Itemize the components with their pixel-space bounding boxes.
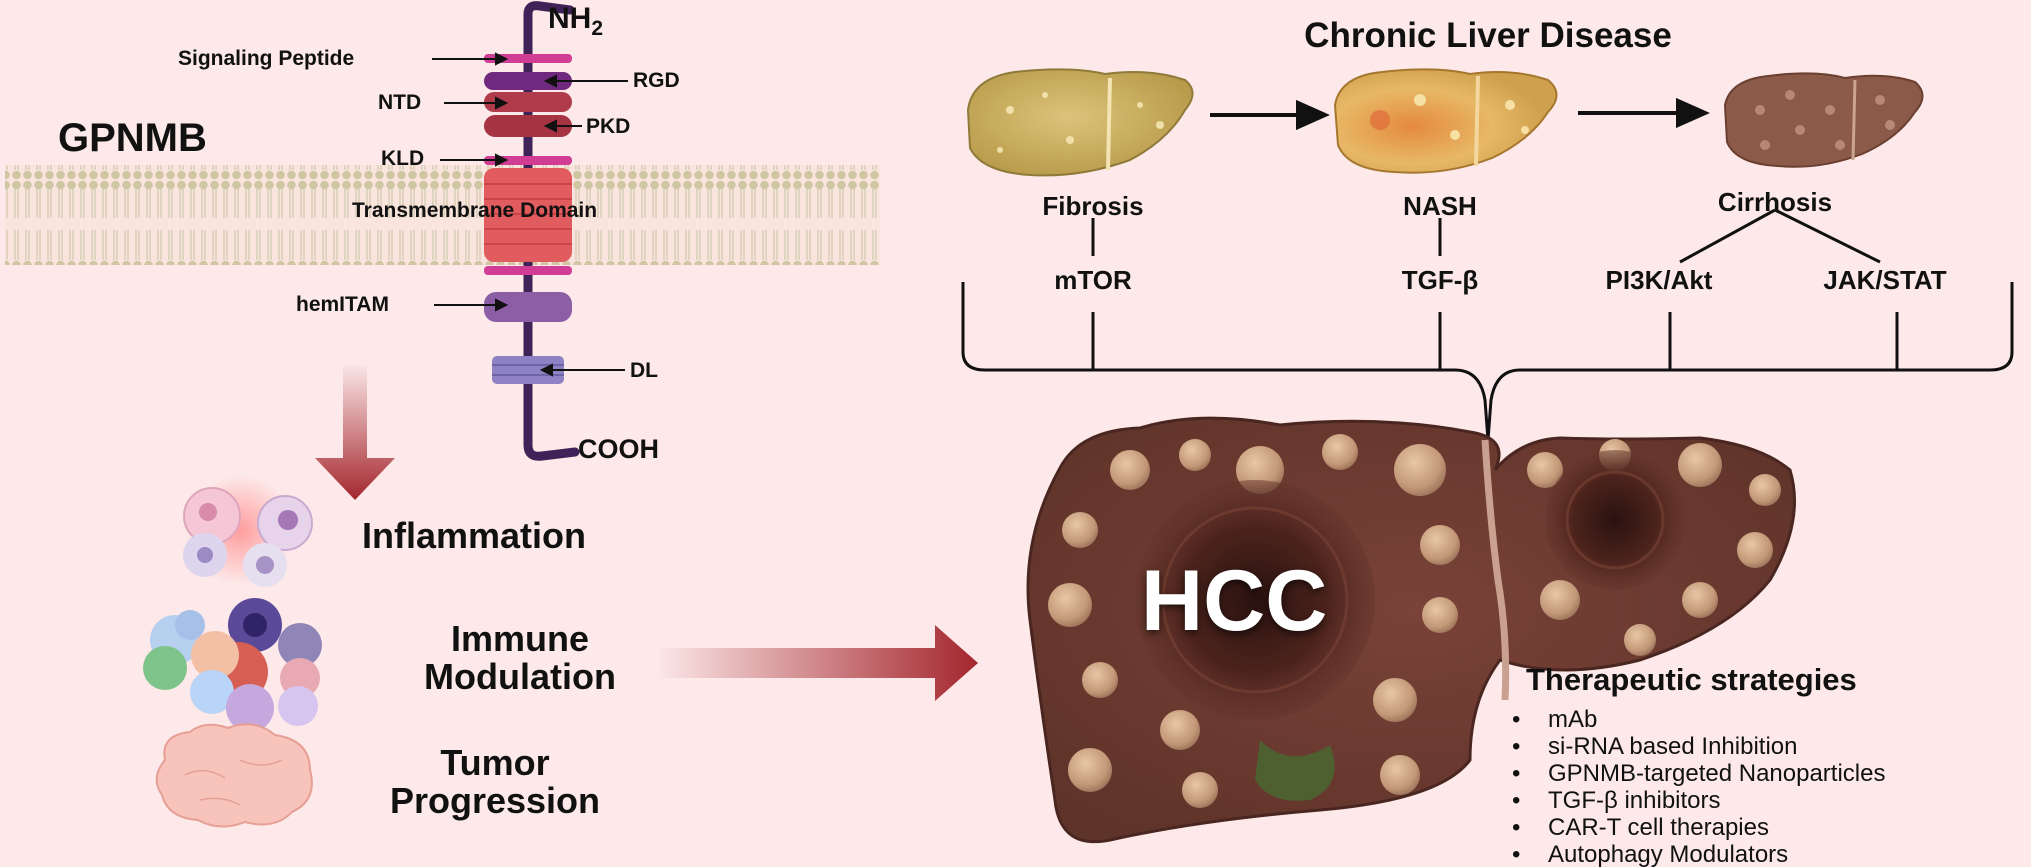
immune-label-line1: Immune <box>450 618 590 659</box>
ntd-label: NTD <box>378 91 422 114</box>
hemitam-label: hemITAM <box>296 293 389 316</box>
right-arrow <box>660 625 978 701</box>
pathway-jak-stat: JAK/STAT <box>1823 265 1947 295</box>
domain-arrows <box>432 52 628 377</box>
tumor-label-line1: Tumor <box>440 742 550 783</box>
list-item: TGF-β inhibitors <box>1512 787 1885 814</box>
tumor-cells-icon <box>155 723 313 828</box>
gpnmb-title: GPNMB <box>58 116 207 160</box>
gpnmb-protein <box>484 1 580 461</box>
hcc-liver-image <box>1026 416 1796 844</box>
therapeutic-strategies-title: Therapeutic strategies <box>1526 662 1857 697</box>
inflammation-cells-icon <box>183 475 313 587</box>
list-item: Autophagy Modulators <box>1512 841 1885 867</box>
nh2-main: NH <box>548 2 592 35</box>
signaling-peptide-label: Signaling Peptide <box>178 47 355 70</box>
tumor-label-line2: Progression <box>389 780 601 821</box>
therapy-list: mAb si-RNA based Inhibition GPNMB-target… <box>1474 706 1885 867</box>
progression-arrows <box>1210 97 1710 131</box>
list-item: si-RNA based Inhibition <box>1512 733 1885 760</box>
liver-cirrhosis-image <box>1723 72 1924 168</box>
immune-cells-icon <box>143 598 322 732</box>
pathway-mtor: mTOR <box>1054 265 1132 295</box>
list-item: GPNMB-targeted Nanoparticles <box>1512 760 1885 787</box>
down-arrow <box>315 365 395 500</box>
immune-label-line2: Modulation <box>424 656 616 697</box>
pathway-pi3k-akt: PI3K/Akt <box>1605 265 1713 295</box>
pkd-label: PKD <box>586 115 631 138</box>
nh2-terminus-label: NH2 <box>548 2 603 41</box>
kld-label: KLD <box>381 147 425 170</box>
transmembrane-domain-label: Transmembrane Domain <box>352 199 598 222</box>
nh2-subscript: 2 <box>591 17 604 40</box>
inflammation-label: Inflammation <box>362 515 587 556</box>
therapeutic-strategies-panel: Therapeutic strategies mAb si-RNA based … <box>1474 662 1885 867</box>
hcc-label: HCC <box>1141 553 1328 649</box>
rgd-label: RGD <box>633 69 680 92</box>
pathway-connectors <box>961 208 2014 441</box>
list-item: mAb <box>1512 706 1885 733</box>
stage-fibrosis: Fibrosis <box>1042 191 1144 221</box>
pathway-tgf-beta: TGF-β <box>1401 265 1479 295</box>
list-item: CAR-T cell therapies <box>1512 814 1885 841</box>
cooh-terminus-label: COOH <box>578 434 659 464</box>
stage-nash: NASH <box>1403 191 1477 221</box>
stage-cirrhosis: Cirrhosis <box>1717 187 1833 217</box>
cell-membrane <box>5 165 880 265</box>
dl-label: DL <box>630 359 658 382</box>
liver-nash-image <box>1333 68 1558 174</box>
liver-fibrosis-image <box>966 68 1194 177</box>
chronic-liver-disease-title: Chronic Liver Disease <box>1304 16 1672 55</box>
